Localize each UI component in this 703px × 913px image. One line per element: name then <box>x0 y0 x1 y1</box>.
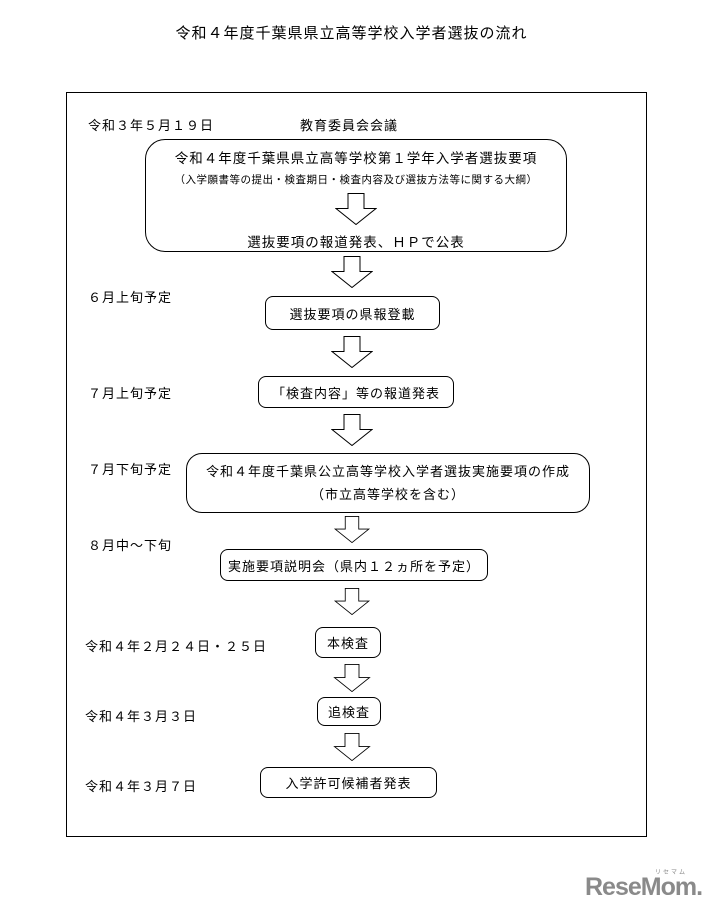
date-label-feb-24-25: 令和４年２月２４日・２５日 <box>85 639 268 654</box>
step-box-tsuikensa: 追検査 <box>317 697 381 726</box>
step-box-happyo: 入学許可候補者発表 <box>260 767 437 798</box>
step-box-jisshi-yoko-line1: 令和４年度千葉県公立高等学校入学者選抜実施要項の作成 <box>205 464 570 479</box>
plan-box-subtitle: （入学願書等の提出・検査期日・検査内容及び選抜方法等に関する大綱） <box>174 174 538 186</box>
down-arrow-icon <box>333 516 371 543</box>
date-label-june: ６月上旬予定 <box>88 290 173 305</box>
date-label-july-late: ７月下旬予定 <box>88 462 173 477</box>
step-box-kenpo: 選抜要項の県報登載 <box>265 296 440 330</box>
date-label-august: ８月中～下旬 <box>88 538 173 553</box>
down-arrow-icon <box>331 414 373 446</box>
step-box-jisshi-yoko: 令和４年度千葉県公立高等学校入学者選抜実施要項の作成 （市立高等学校を含む） <box>186 453 590 513</box>
page-title: 令和４年度千葉県県立高等学校入学者選抜の流れ <box>175 25 528 42</box>
date-label-march-3: 令和４年３月３日 <box>85 709 198 724</box>
resemom-logo-text: ReseMom. <box>585 873 703 901</box>
plan-box-announce: 選抜要項の報道発表、ＨＰで公表 <box>247 235 465 250</box>
step-box-setsumeikai: 実施要項説明会（県内１２ヵ所を予定） <box>220 549 488 581</box>
plan-box: 令和４年度千葉県県立高等学校第１学年入学者選抜要項 （入学願書等の提出・検査期日… <box>145 139 567 252</box>
step-box-honkensa: 本検査 <box>315 627 381 658</box>
resemom-logo-ruby-text: リセマム <box>654 870 687 876</box>
event-label-kyoiku-iinkai: 教育委員会会議 <box>300 118 399 133</box>
resemom-logo: リセマム ReseMom. <box>585 864 703 906</box>
plan-box-title: 令和４年度千葉県県立高等学校第１学年入学者選抜要項 <box>174 151 538 166</box>
down-arrow-icon <box>333 588 371 615</box>
down-arrow-icon <box>331 336 373 368</box>
down-arrow-icon <box>335 193 377 225</box>
down-arrow-icon <box>333 733 371 761</box>
step-box-kensanaiyo: 「検査内容」等の報道発表 <box>258 376 454 408</box>
date-label-kyoiku: 令和３年５月１９日 <box>88 118 215 133</box>
down-arrow-icon <box>331 256 373 288</box>
down-arrow-icon <box>333 664 371 692</box>
date-label-july-early: ７月上旬予定 <box>88 386 173 401</box>
step-box-jisshi-yoko-line2: （市立高等学校を含む） <box>310 487 465 502</box>
date-label-march-7: 令和４年３月７日 <box>85 779 198 794</box>
